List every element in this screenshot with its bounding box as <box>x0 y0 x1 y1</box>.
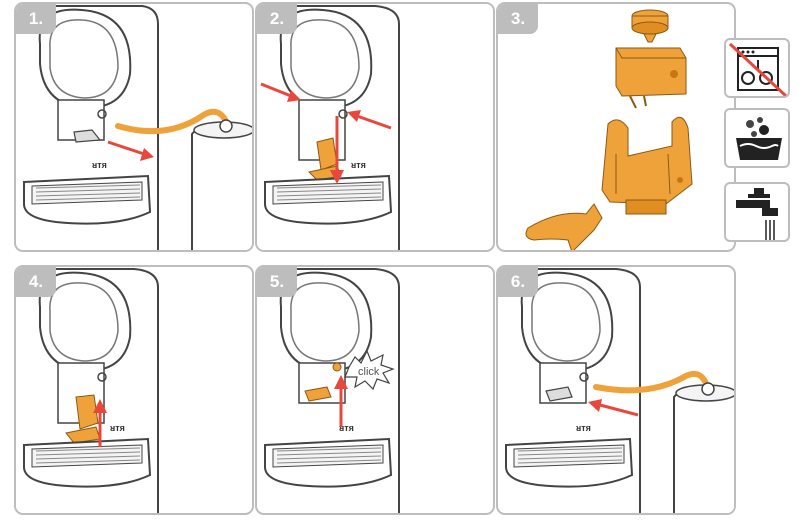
step-3-panel: 3. <box>496 2 736 252</box>
step-1-illustration: ᴚᴛᴙ <box>23 5 252 250</box>
step-5-panel: 5. ᴚᴛᴙ click <box>255 265 495 515</box>
step-5-illustration: ᴚᴛᴙ click <box>264 268 400 513</box>
svg-text:ᴚᴛᴙ: ᴚᴛᴙ <box>92 160 107 170</box>
svg-text:ᴚᴛᴙ: ᴚᴛᴙ <box>351 160 366 170</box>
no-dishwasher-icon <box>724 38 790 98</box>
click-label: click <box>358 366 380 378</box>
step-number: 3. <box>498 4 538 34</box>
step-4-panel: 4. ᴚᴛᴙ <box>14 265 254 515</box>
step-6-panel: 6. ᴚᴛᴙ <box>496 265 736 515</box>
step-number: 2. <box>257 4 297 34</box>
step-number: 5. <box>257 267 297 297</box>
svg-text:ᴚᴛᴙ: ᴚᴛᴙ <box>110 423 125 433</box>
step-6-illustration: ᴚᴛᴙ <box>505 268 734 513</box>
step-3-illustration <box>525 9 693 250</box>
step-1-panel: 1. ᴚᴛᴙ <box>14 2 254 252</box>
step-number: 6. <box>498 267 538 297</box>
svg-text:ᴚᴛᴙ: ᴚᴛᴙ <box>339 423 354 433</box>
soak-basin-icon <box>724 108 790 168</box>
click-burst <box>344 349 395 391</box>
svg-text:ᴚᴛᴙ: ᴚᴛᴙ <box>576 423 591 433</box>
step-number: 4. <box>16 267 56 297</box>
step-number: 1. <box>16 4 56 34</box>
step-4-illustration: ᴚᴛᴙ <box>23 268 159 513</box>
step-2-illustration: ᴚᴛᴙ <box>260 5 400 250</box>
rinse-tap-icon <box>724 182 790 242</box>
step-2-panel: 2. ᴚᴛᴙ <box>255 2 495 252</box>
